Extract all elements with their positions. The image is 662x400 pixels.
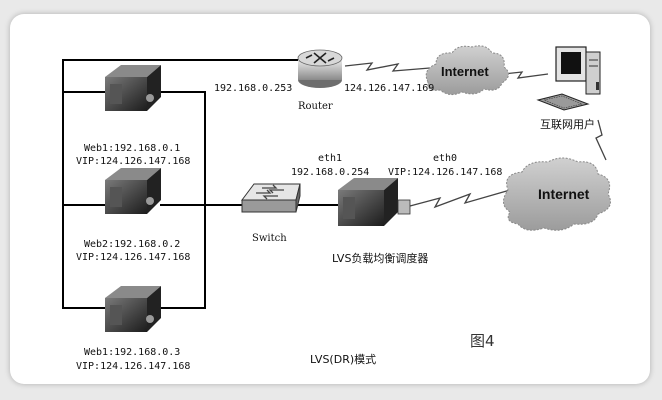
network-links	[62, 59, 338, 309]
internet-right-label: Internet	[538, 186, 590, 202]
lvs-eth0-label: eth0	[433, 153, 458, 164]
web-server-3	[105, 286, 161, 332]
web-server-1	[105, 65, 161, 111]
router-label: Router	[298, 101, 333, 112]
client-internet-link	[595, 119, 607, 161]
web-server-2	[105, 168, 161, 214]
server1-vip: VIP:124.126.147.168	[76, 156, 191, 167]
computer-icon	[536, 46, 601, 111]
lvs-internet-link	[409, 189, 511, 209]
router-lan-ip: 192.168.0.253	[214, 83, 293, 94]
router-icon	[297, 49, 343, 88]
client-label: 互联网用户	[540, 118, 595, 131]
switch-label: Switch	[252, 233, 287, 244]
figure-label: 图4	[470, 332, 495, 350]
lvs-vip: VIP:124.126.147.168	[388, 167, 503, 178]
diagram-caption: LVS(DR)模式	[310, 353, 377, 366]
router-internet-link	[344, 62, 431, 72]
server2-name-ip: Web2:192.168.0.2	[84, 239, 181, 250]
server3-vip: VIP:124.126.147.168	[76, 361, 191, 372]
internet-cloud-top	[425, 45, 509, 96]
lvs-label: LVS负载均衡调度器	[332, 252, 429, 265]
lvs-director-icon	[338, 178, 411, 226]
server-switch-trunk	[158, 91, 206, 309]
internet-cloud-right	[503, 157, 611, 231]
server3-name-ip: Web1:192.168.0.3	[84, 347, 181, 358]
wan-links	[344, 62, 607, 209]
lvs-eth1-label: eth1	[318, 153, 343, 164]
lvs-eth1-ip: 192.168.0.254	[291, 167, 370, 178]
router-to-servers-line	[62, 59, 300, 309]
internet-client-link	[502, 71, 549, 79]
router-wan-ip: 124.126.147.169	[344, 83, 435, 94]
server1-name-ip: Web1:192.168.0.1	[84, 143, 181, 154]
server2-vip: VIP:124.126.147.168	[76, 252, 191, 263]
switch-icon	[241, 183, 301, 213]
internet-top-label: Internet	[441, 64, 489, 79]
